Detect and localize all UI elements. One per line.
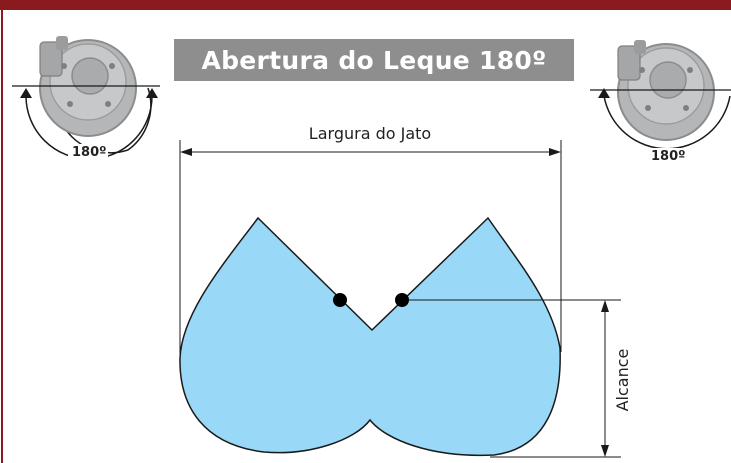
nozzle-point-left: [333, 293, 347, 307]
range-arrow-top: [601, 300, 609, 312]
jet-width-label: Largura do Jato: [308, 124, 432, 143]
width-arrow-right: [549, 148, 561, 156]
spray-area: [179, 216, 561, 457]
title-text: Abertura do Leque 180º: [201, 45, 547, 75]
range-label: Alcance: [613, 348, 632, 412]
width-arrow-left: [180, 148, 192, 156]
left-accent-rule: [1, 10, 3, 463]
page-title: Abertura do Leque 180º: [174, 39, 574, 81]
top-accent-bar: [0, 0, 731, 10]
sprinkler-left-illustration: [12, 36, 160, 160]
nozzle-point-right: [395, 293, 409, 307]
range-arrow-bottom: [601, 445, 609, 457]
sprinkler-left-angle-label: 180º: [72, 145, 107, 160]
sprinkler-right-illustration: [590, 40, 731, 164]
sprinkler-right-angle-label: 180º: [651, 149, 686, 164]
